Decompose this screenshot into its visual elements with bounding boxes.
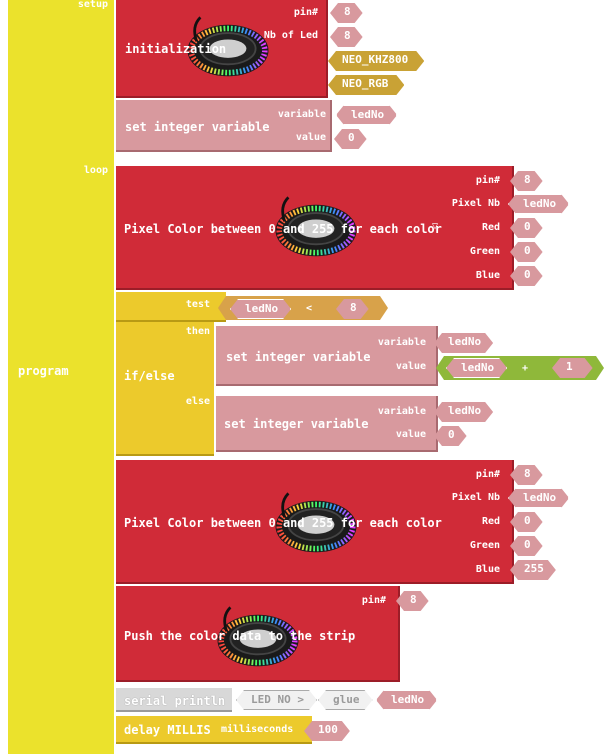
init-option-2[interactable]: NEO_RGB	[328, 75, 404, 95]
cond-right[interactable]: 8	[336, 299, 369, 319]
pixel1-red-label: Red	[481, 222, 500, 233]
pixel2-blue-value[interactable]: 255	[510, 560, 556, 580]
then-val-label: value	[395, 361, 426, 372]
then-set-int-block[interactable]	[216, 326, 438, 386]
else-set-int-block[interactable]	[216, 396, 438, 452]
pixel1-green-label: Green	[469, 246, 500, 257]
delay-title: delay MILLIS	[124, 723, 211, 737]
delay-ms-value[interactable]: 100	[304, 721, 350, 741]
pixel1-pin-label: pin#	[475, 175, 500, 186]
else-var-label: variable	[377, 406, 426, 417]
pixel1-title: Pixel Color between 0 and 255 for each c…	[124, 222, 442, 236]
cond-left[interactable]: ledNo	[230, 299, 291, 319]
pixel1-red-value[interactable]: 0	[510, 218, 543, 238]
program-label: program	[18, 364, 69, 378]
pixel2-title: Pixel Color between 0 and 255 for each c…	[124, 516, 442, 530]
serial-title: serial println	[124, 694, 226, 708]
else-val-value[interactable]: 0	[434, 426, 467, 446]
pixel2-red-label: Red	[481, 516, 500, 527]
set1-var-value[interactable]: ledNo	[336, 105, 397, 125]
pixel2-nb-value[interactable]: ledNo	[508, 488, 569, 508]
ifelse-then-label: then	[185, 326, 210, 337]
push-pin-label: pin#	[361, 595, 386, 606]
ifelse-title: if/else	[124, 369, 175, 383]
cond-operator[interactable]: <	[306, 303, 313, 314]
set1-val-value[interactable]: 0	[334, 129, 367, 149]
pixel1-blue-label: Blue	[475, 270, 500, 281]
serial-println-block[interactable]	[116, 688, 232, 712]
pixel1-dropdown-icon[interactable]: ▽	[432, 221, 439, 232]
then-var-value[interactable]: ledNo	[434, 333, 493, 353]
setup-label: setup	[77, 0, 108, 10]
init-pin-label: pin#	[293, 7, 318, 18]
else-var-value[interactable]: ledNo	[434, 402, 493, 422]
pixel2-pin-value[interactable]: 8	[510, 465, 543, 485]
then-expr-right[interactable]: 1	[552, 358, 593, 378]
then-expr-operator[interactable]: +	[522, 363, 529, 374]
else-title: set integer variable	[224, 417, 369, 431]
then-expr-left[interactable]: ledNo	[446, 358, 507, 378]
serial-var[interactable]: ledNo	[376, 690, 437, 710]
ifelse-else-label: else	[185, 396, 210, 407]
init-nb-label: Nb of Led	[263, 30, 318, 41]
pixel2-pin-label: pin#	[475, 469, 500, 480]
pixel2-blue-label: Blue	[475, 564, 500, 575]
then-title: set integer variable	[226, 350, 371, 364]
pixel2-green-value[interactable]: 0	[510, 536, 543, 556]
init-nb-value[interactable]: 8	[330, 27, 363, 47]
push-title: Push the color data to the strip	[124, 629, 356, 643]
loop-label: loop	[83, 165, 108, 176]
delay-millis-block[interactable]	[116, 716, 312, 744]
serial-text-1[interactable]: LED NO >	[236, 690, 317, 710]
init-title: initialization	[125, 42, 227, 56]
set1-val-label: value	[295, 132, 326, 143]
set1-var-label: variable	[277, 109, 326, 120]
pixel1-pin-value[interactable]: 8	[510, 171, 543, 191]
push-pin-value[interactable]: 8	[396, 591, 429, 611]
set1-title: set integer variable	[125, 120, 270, 134]
delay-ms-label: milliseconds	[221, 724, 294, 735]
pixel2-nb-label: Pixel Nb	[451, 492, 500, 503]
program-block[interactable]	[8, 0, 114, 754]
serial-glue[interactable]: glue	[318, 690, 373, 710]
else-val-label: value	[395, 429, 426, 440]
init-option-1[interactable]: NEO_KHZ800	[328, 51, 424, 71]
if-else-header	[116, 292, 226, 322]
set-int-variable-block[interactable]	[116, 100, 332, 152]
then-var-label: variable	[377, 337, 426, 348]
pixel1-blue-value[interactable]: 0	[510, 266, 543, 286]
pixel2-green-label: Green	[469, 540, 500, 551]
pixel1-green-value[interactable]: 0	[510, 242, 543, 262]
pixel1-nb-value[interactable]: ledNo	[508, 194, 569, 214]
init-pin-value[interactable]: 8	[330, 3, 363, 23]
ifelse-test-label: test	[185, 299, 210, 310]
pixel2-red-value[interactable]: 0	[510, 512, 543, 532]
pixel1-nb-label: Pixel Nb	[451, 198, 500, 209]
